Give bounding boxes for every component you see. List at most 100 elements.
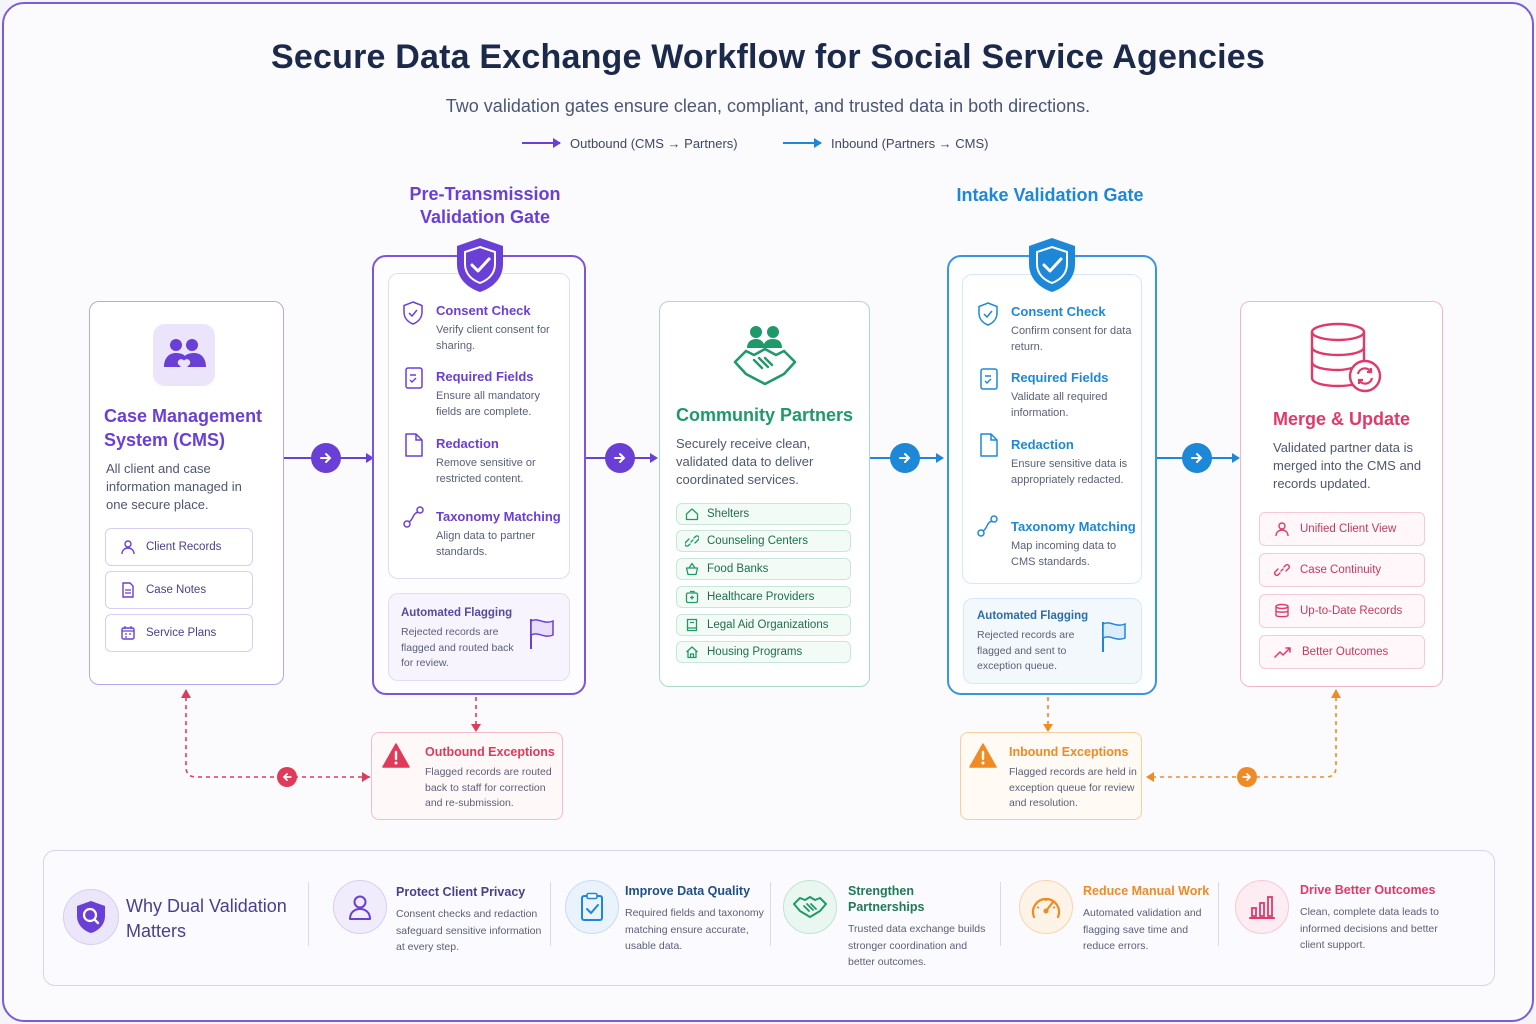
flag-icon [1100, 620, 1128, 659]
divider [1218, 882, 1219, 946]
gate-item-desc: Align data to partner standards. [436, 530, 536, 558]
intake-gate-item-taxonomy: Taxonomy Matching Map incoming data to C… [1011, 518, 1137, 570]
benefit-title: Protect Client Privacy [396, 885, 526, 899]
cms-item-label: Client Records [146, 541, 222, 553]
outbound-flow-arrow-icon [311, 443, 341, 473]
calendar-icon [121, 626, 135, 640]
pre-gate-flagging-text: Automated Flagging Rejected records are … [401, 606, 521, 672]
gate-item-title: Taxonomy Matching [436, 509, 561, 524]
partners-title: Community Partners [675, 405, 854, 425]
file-icon [404, 432, 424, 463]
bar-chart-icon [1235, 880, 1289, 934]
shield-search-icon [63, 889, 119, 945]
divider [770, 882, 771, 946]
merge-item-label: Unified Client View [1300, 523, 1397, 535]
pre-gate-item-consent: Consent Check Verify client consent for … [436, 302, 560, 354]
divider [1000, 882, 1001, 946]
gate-item-title: Required Fields [436, 369, 534, 384]
exceptions-title: Inbound Exceptions [1009, 745, 1129, 759]
cms-description: All client and case information managed … [106, 461, 242, 512]
intake-gate-item-redaction: Redaction Ensure sensitive data is appro… [1011, 436, 1133, 488]
partner-item-label: Counseling Centers [707, 535, 809, 547]
benefits-heading: Why Dual Validation Matters [126, 896, 287, 941]
link-icon [1274, 564, 1290, 576]
flag-icon [528, 617, 556, 656]
benefit-privacy: Protect Client Privacy Consent checks an… [396, 884, 546, 956]
partner-item-shelters: Shelters [676, 503, 851, 525]
warning-icon [969, 743, 997, 774]
exceptions-desc: Flagged records are held in exception qu… [1009, 766, 1137, 809]
shield-check-icon [1025, 236, 1079, 294]
merge-item-unified: Unified Client View [1259, 512, 1425, 546]
inbound-flow-arrow-icon [1182, 443, 1212, 473]
gate-item-title: Required Fields [1011, 370, 1109, 385]
merge-item-continuity: Case Continuity [1259, 553, 1425, 587]
exceptions-title: Outbound Exceptions [425, 745, 555, 759]
cms-item-label: Service Plans [146, 627, 217, 639]
partners-description: Securely receive clean, validated data t… [676, 436, 814, 487]
handshake-people-icon [732, 322, 798, 393]
link-icon [685, 535, 699, 547]
cms-item-client-records: Client Records [105, 528, 253, 566]
legend-outbound-label: Outbound (CMS → Partners) [570, 135, 738, 151]
database-icon [1275, 603, 1289, 618]
outbound-arrow-icon [522, 138, 561, 148]
shield-icon [977, 302, 999, 331]
intake-gate-flagging [963, 598, 1142, 684]
user-icon [333, 880, 387, 934]
basket-icon [685, 562, 699, 576]
partner-item-healthcare: Healthcare Providers [676, 586, 851, 608]
gate-item-desc: Map incoming data to CMS standards. [1011, 540, 1117, 568]
divider [308, 882, 309, 946]
form-icon [979, 367, 999, 396]
gate-item-desc: Ensure sensitive data is appropriately r… [1011, 458, 1128, 486]
home-icon [685, 508, 699, 521]
benefit-partnerships: Strengthen Partnerships Trusted data exc… [848, 883, 993, 971]
intake-gate-item-required: Required Fields Validate all required in… [1011, 369, 1133, 421]
gate-item-title: Consent Check [436, 303, 531, 318]
gate-item-desc: Confirm consent for data return. [1011, 325, 1132, 353]
benefit-title: Improve Data Quality [625, 884, 751, 898]
inbound-arrow-icon [783, 138, 822, 148]
merge-item-label: Case Continuity [1300, 564, 1382, 576]
cms-item-case-notes: Case Notes [105, 571, 253, 609]
gate-item-desc: Remove sensitive or restricted content. [436, 457, 536, 485]
legend-outbound: Outbound (CMS → Partners) [522, 133, 738, 153]
partner-item-label: Healthcare Providers [707, 591, 815, 603]
branch-icon [402, 505, 426, 534]
trend-icon [1274, 647, 1291, 658]
benefit-desc: Required fields and taxonomy matching en… [625, 907, 764, 952]
database-sync-icon [1308, 322, 1384, 399]
benefit-manual-work: Reduce Manual Work Automated validation … [1083, 883, 1213, 955]
return-arrow-icon [277, 767, 297, 787]
intake-gate-flagging-text: Automated Flagging Rejected records are … [977, 609, 1092, 675]
users-heart-icon [153, 324, 215, 386]
benefit-title: Drive Better Outcomes [1300, 883, 1436, 897]
flagging-desc: Rejected records are flagged and routed … [401, 626, 514, 669]
gate-item-title: Redaction [436, 436, 499, 451]
partner-item-legal-aid: Legal Aid Organizations [676, 614, 851, 636]
partner-item-label: Food Banks [707, 563, 769, 575]
user-icon [121, 540, 135, 555]
pre-gate-item-required: Required Fields Ensure all mandatory fie… [436, 368, 560, 420]
divider [550, 882, 551, 946]
gauge-icon [1019, 880, 1073, 934]
merge-item-label: Better Outcomes [1302, 646, 1389, 658]
flagging-title: Automated Flagging [977, 610, 1089, 622]
inbound-flow-arrow-icon [890, 443, 920, 473]
gate-item-desc: Ensure all mandatory fields are complete… [436, 390, 540, 418]
shield-icon [402, 301, 424, 330]
benefit-outcomes: Drive Better Outcomes Clean, complete da… [1300, 882, 1450, 954]
intake-gate-checks [962, 274, 1142, 584]
cms-item-label: Case Notes [146, 584, 207, 596]
intake-gate-title: Intake Validation Gate [956, 185, 1144, 205]
file-icon [979, 432, 999, 463]
warning-icon [382, 743, 410, 774]
pre-gate-checks [388, 273, 570, 579]
benefit-desc: Consent checks and redaction safeguard s… [396, 908, 542, 953]
checklist-icon [565, 880, 619, 934]
gate-item-desc: Validate all required information. [1011, 391, 1108, 419]
legend-inbound-label: Inbound (Partners → CMS) [831, 135, 989, 151]
partner-item-housing: Housing Programs [676, 641, 851, 663]
outbound-exceptions-box [371, 732, 563, 820]
